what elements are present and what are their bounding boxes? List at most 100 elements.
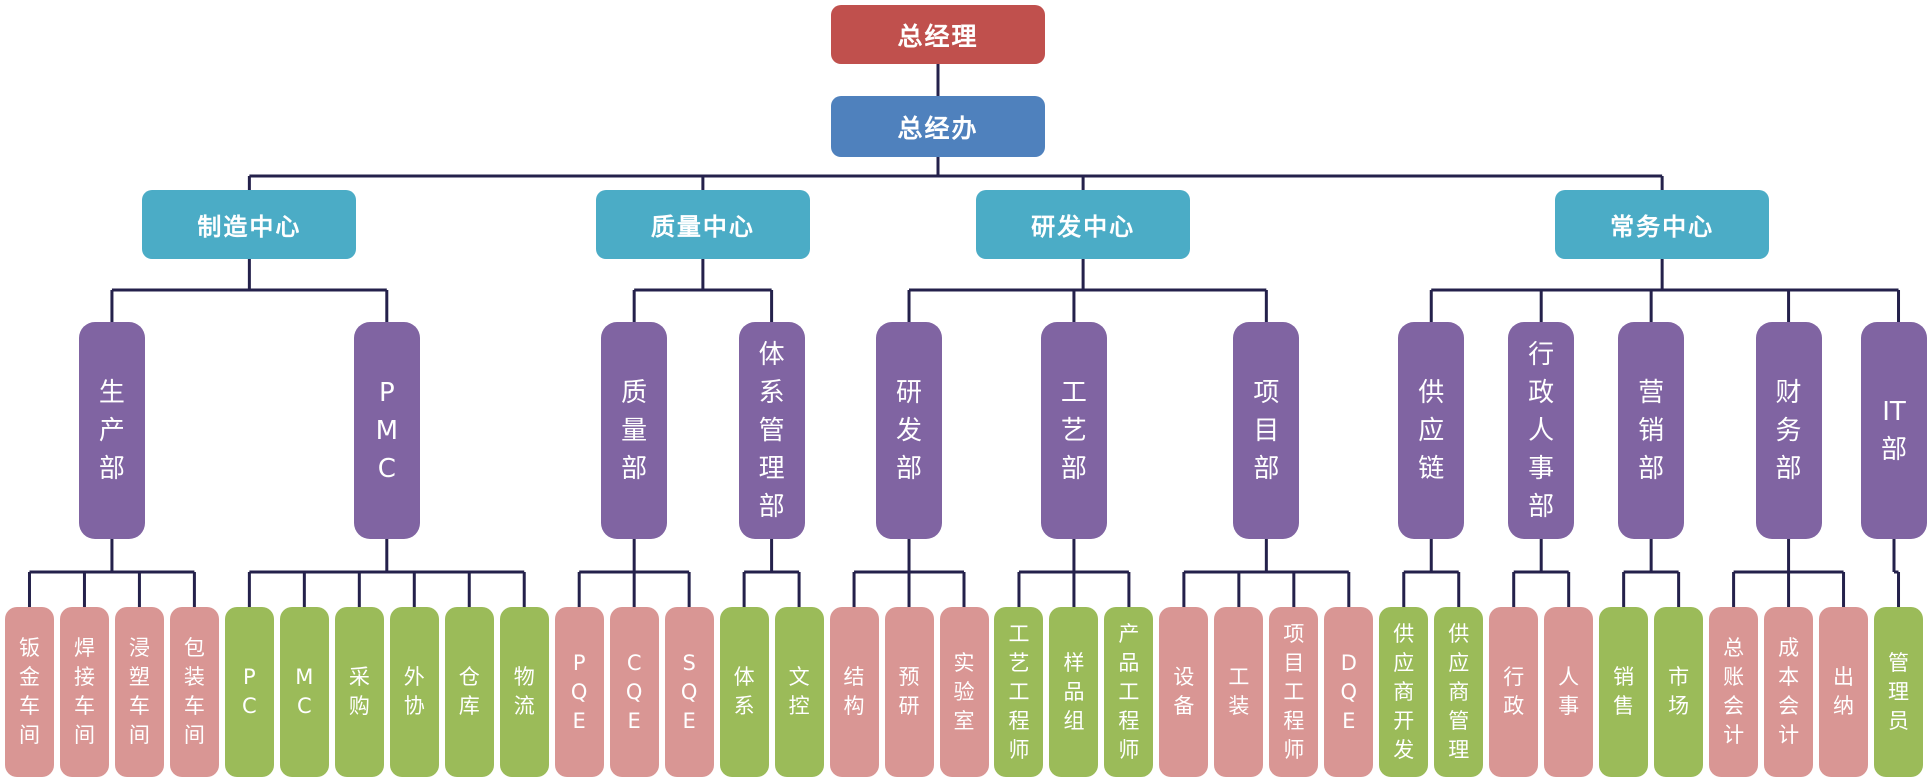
node-label: 工 [1283,679,1305,704]
node-label: 会 [1778,694,1800,718]
node-label: 部 [1880,434,1907,465]
leaf-box-25: 供应商开发 [1379,607,1429,777]
node-label: 师 [1008,737,1030,762]
node-label: 务 [1775,415,1802,446]
node-label: 构 [843,694,865,718]
node-label: 市 [1668,665,1690,689]
leaf-box-15: 结构 [829,607,879,777]
node-label: 控 [788,694,810,718]
leaf-box-16: 预研 [884,607,934,777]
node-label: 流 [513,694,535,718]
node-label: 纳 [1833,694,1855,718]
node-label: Q [680,679,698,704]
node-label: S [682,650,696,675]
leaf-box-22: 工装 [1214,607,1264,777]
node-label: 行 [1528,339,1555,370]
node-label: 事 [1558,694,1580,718]
node-label: P [378,377,395,408]
node-label: Q [1340,679,1358,704]
node-label: E [1342,708,1356,733]
center-box-3: 常务中心 [1555,190,1770,259]
department-box-1-0: 质量部 [601,322,668,539]
node-label: 常务中心 [1610,213,1715,241]
leaf-box-3: 包装车间 [169,607,219,777]
node-label: 营 [1638,377,1665,408]
leaf-box-1: 焊接车间 [59,607,109,777]
node-label: 文 [788,665,810,689]
node-label: 工 [1060,377,1087,408]
node-label: 外 [403,665,425,689]
leaf-box-9: 物流 [499,607,549,777]
node-label: 师 [1118,737,1140,762]
node-label: 计 [1723,723,1745,747]
node-label: IT [1882,396,1906,427]
node-label: 样 [1063,650,1085,675]
node-label: 项 [1283,621,1305,646]
node-label: 间 [128,723,150,747]
node-label: 车 [73,694,95,718]
node-label: Q [625,679,643,704]
node-label: 理 [1448,737,1470,762]
node-label: 事 [1528,453,1555,484]
node-label: 部 [896,453,923,484]
node-label: D [1340,650,1357,675]
node-label: 车 [128,694,150,718]
leaf-box-27: 行政 [1489,607,1539,777]
node-label: C [242,694,257,718]
node-label: 售 [1613,694,1635,718]
node-label: 应 [1418,415,1445,446]
node-label: 艺 [1008,650,1030,675]
node-label: 部 [621,453,648,484]
node-label: 链 [1418,453,1445,484]
node-label: E [572,708,586,733]
node-label: 供 [1393,621,1415,646]
node-label: 师 [1283,737,1305,762]
node-label: 塑 [128,665,150,689]
node-label: 销 [1638,415,1665,446]
node-label: 程 [1118,708,1140,733]
node-label: E [682,708,696,733]
node-label: 接 [73,665,95,689]
node-label: 工 [1228,665,1250,689]
department-box-3-2: 营销部 [1618,322,1685,539]
node-label: 成 [1778,636,1800,660]
node-label: 装 [183,665,205,689]
node-label: 账 [1723,665,1745,689]
node-label: 工 [1008,621,1030,646]
node-label: 发 [1393,737,1415,762]
node-label: 间 [183,723,205,747]
leaf-box-31: 总账会计 [1709,607,1759,777]
node-label: 体 [733,665,755,689]
node-label: 人 [1558,665,1580,689]
department-box-3-0: 供应链 [1398,322,1465,539]
office-box: 总经办 [831,96,1045,157]
node-label: 供 [1418,377,1445,408]
leaf-box-13: 体系 [719,607,769,777]
node-label: 车 [18,694,40,718]
leaf-box-29: 销售 [1599,607,1649,777]
node-label: 品 [1118,650,1140,675]
leaf-box-17: 实验室 [939,607,989,777]
node-label: C [626,650,642,675]
leaf-box-7: 外协 [389,607,439,777]
root-box: 总经理 [831,5,1045,64]
node-label: 实 [953,650,975,675]
leaf-box-33: 出纳 [1819,607,1869,777]
center-box-2: 研发中心 [976,190,1191,259]
node-label: 品 [1063,679,1085,704]
node-label: 员 [1888,708,1909,733]
node-label: Q [570,679,588,704]
node-label: 供 [1448,621,1470,646]
node-label: 制造中心 [197,213,302,241]
node-label: 装 [1228,694,1250,718]
node-label: M [375,415,399,446]
node-label: 质 [621,377,648,408]
node-label: 部 [1528,491,1555,522]
node-label: 管 [1888,650,1909,675]
node-label: 总 [1723,636,1745,660]
